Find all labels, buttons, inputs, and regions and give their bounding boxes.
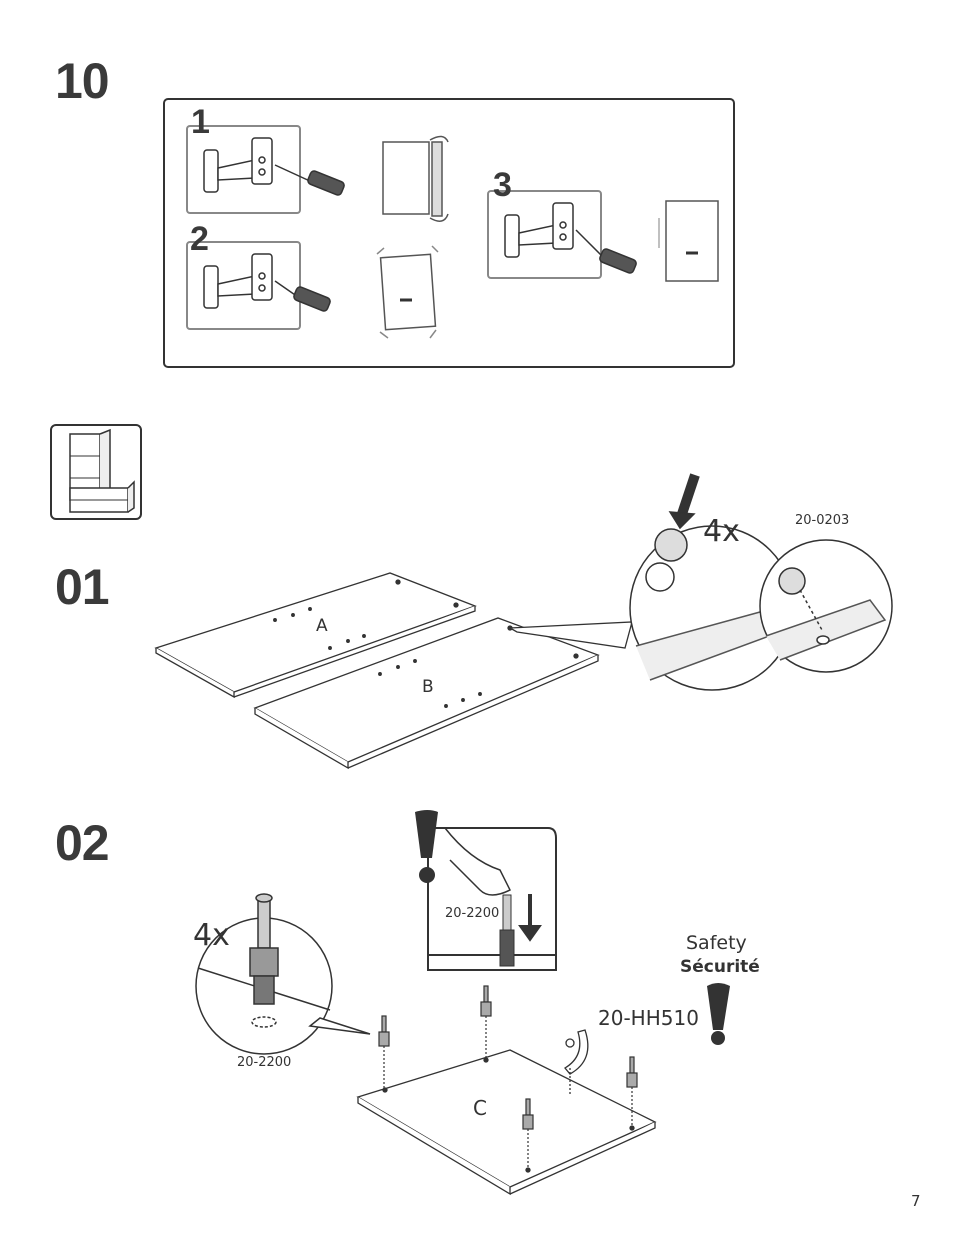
cabinet-icon xyxy=(69,428,135,513)
panel-b xyxy=(253,617,600,770)
hinge-icon xyxy=(203,253,331,312)
finger-press-detail xyxy=(427,827,557,971)
part-code-label: 20-0203 xyxy=(795,513,850,528)
substep-2-label: 2 xyxy=(190,220,209,258)
warning-exclamation-icon xyxy=(415,810,438,883)
magnifier-cam-lock xyxy=(629,473,795,691)
quantity-label: 4x xyxy=(703,514,740,549)
magnifier-leg-insert xyxy=(195,893,371,1055)
anti-tip-bracket xyxy=(564,1029,589,1094)
hinge-adjustment-panel xyxy=(163,98,735,368)
substep-1-label: 1 xyxy=(191,103,210,141)
step-02-number: 02 xyxy=(55,815,110,871)
panel-c-label: C xyxy=(473,1096,487,1120)
hinge-icon xyxy=(504,202,637,274)
leg-pin xyxy=(378,1015,390,1088)
door-side-adjust-diagram xyxy=(382,135,449,222)
page-number: 7 xyxy=(911,1192,921,1210)
panel-a-label: A xyxy=(316,616,328,636)
step-01-number: 01 xyxy=(55,559,110,615)
step-10-number: 10 xyxy=(55,53,110,109)
cabinet-overview-icon xyxy=(50,424,142,520)
leg-pin xyxy=(626,1056,638,1126)
panel-c xyxy=(356,1049,657,1196)
safety-exclamation-icon xyxy=(707,983,730,1045)
leg-pin xyxy=(522,1098,534,1168)
safety-label: Safety xyxy=(686,932,747,954)
securite-label: Sécurité xyxy=(680,957,760,977)
substep-3-label: 3 xyxy=(493,166,512,204)
door-depth-adjust-diagram xyxy=(376,245,439,339)
magnifier-cam-lock-detail xyxy=(759,539,893,673)
hinge-icon xyxy=(203,137,345,196)
part-code-label: 20-2200 xyxy=(237,1055,292,1070)
door-height-adjust-diagram xyxy=(658,200,719,282)
anchor-part-code: 20-HH510 xyxy=(598,1006,699,1030)
quantity-label: 4x xyxy=(193,918,230,953)
panel-b-label: B xyxy=(422,677,434,697)
part-code-label: 20-2200 xyxy=(445,906,500,921)
panel-a xyxy=(154,572,477,699)
callout-pointer xyxy=(507,621,633,649)
leg-pin xyxy=(480,985,492,1058)
